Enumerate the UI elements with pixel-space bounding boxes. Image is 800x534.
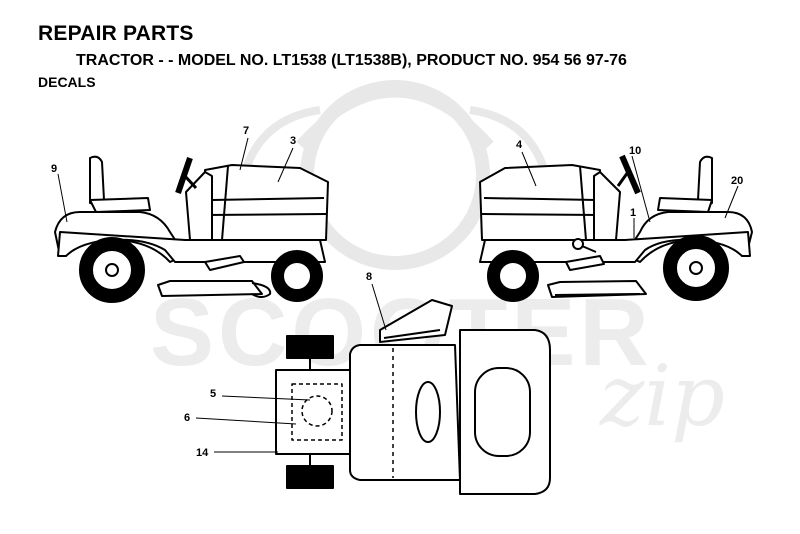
tractor-right-side-view <box>479 154 753 302</box>
callout-3: 3 <box>290 135 296 147</box>
tractor-top-view <box>275 299 551 495</box>
callout-7: 7 <box>243 125 249 137</box>
callout-1: 1 <box>630 207 636 219</box>
callout-8: 8 <box>366 271 372 283</box>
callout-14: 14 <box>196 447 209 459</box>
callout-9: 9 <box>51 163 57 175</box>
page-title: REPAIR PARTS <box>38 22 194 45</box>
leader-lines <box>57 137 739 453</box>
watermark-script: zip <box>599 347 725 445</box>
page-subtitle: TRACTOR - - MODEL NO. LT1538 (LT1538B), … <box>76 52 627 69</box>
callout-4: 4 <box>516 139 523 151</box>
callout-10: 10 <box>629 145 641 157</box>
callout-20: 20 <box>731 175 743 187</box>
tractor-left-side-view <box>54 155 329 303</box>
callout-6: 6 <box>184 412 190 424</box>
section-title: DECALS <box>38 74 96 90</box>
callout-5: 5 <box>210 388 216 400</box>
